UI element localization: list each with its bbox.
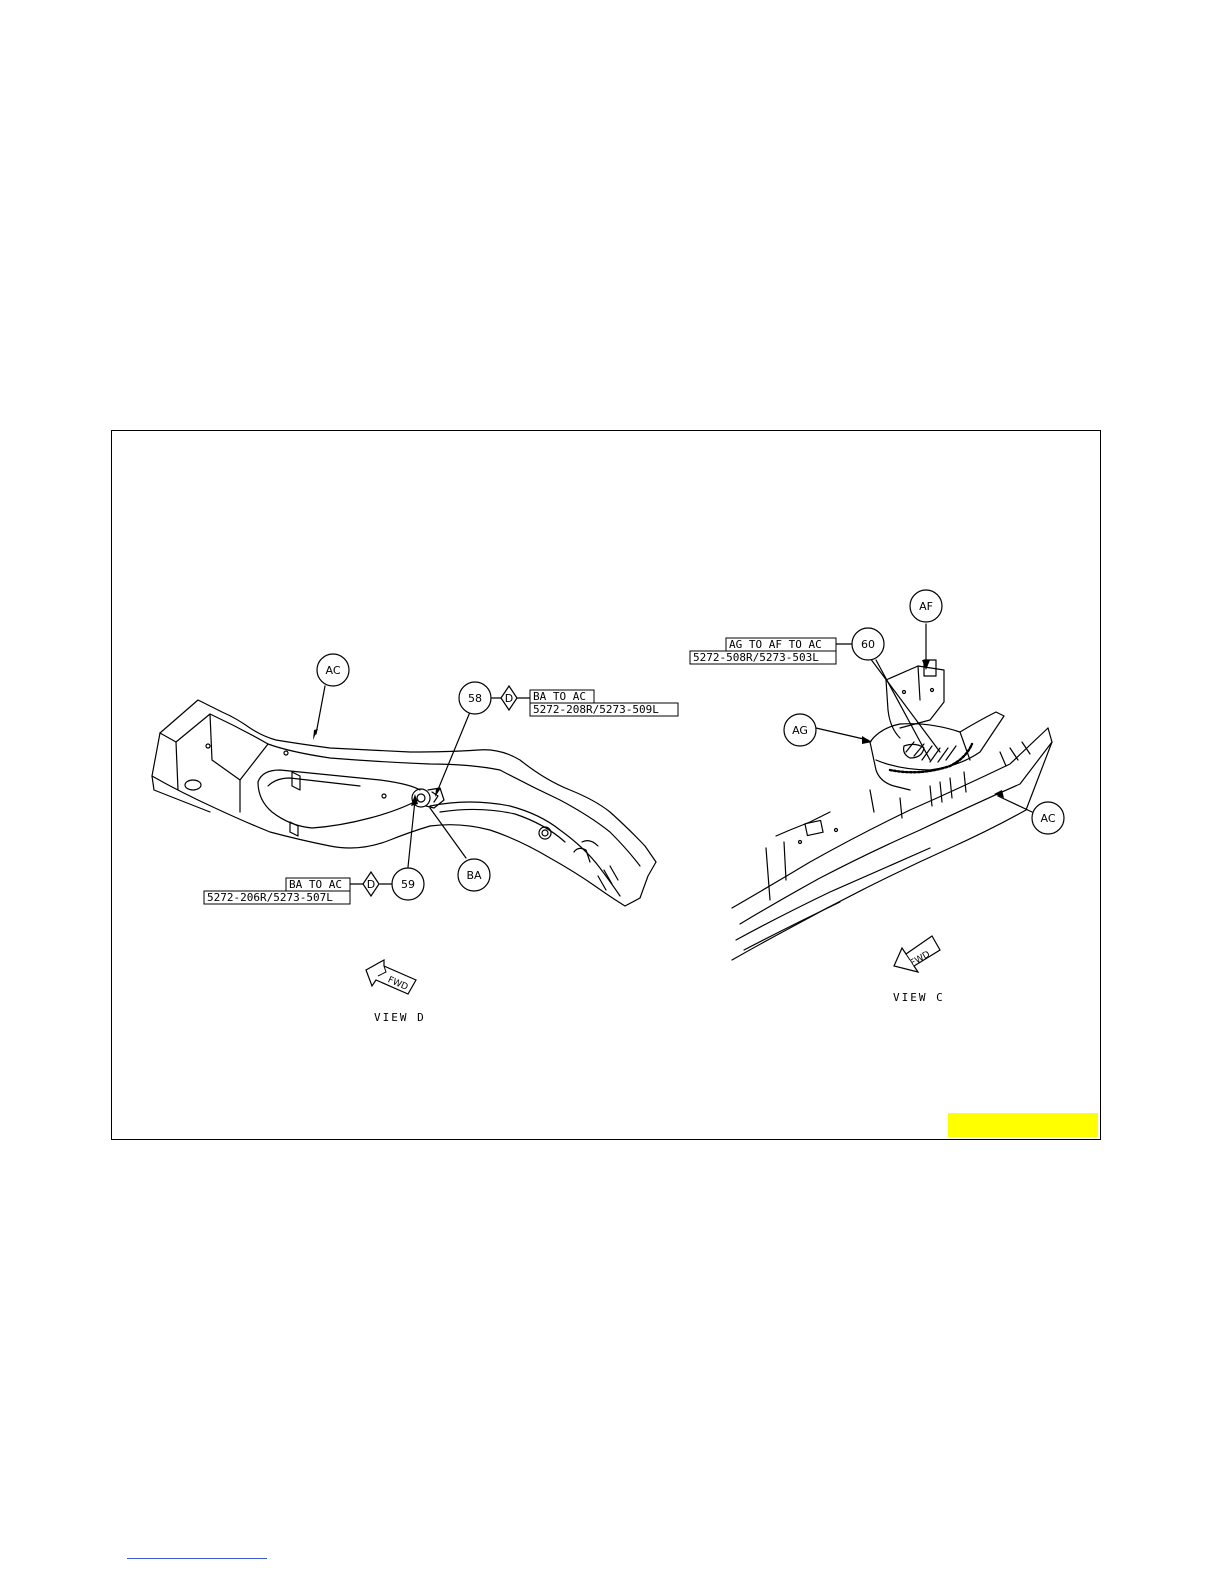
weld-symbol-59: D [367, 878, 375, 891]
weld-58-line2: 5272-208R/5273-509L [533, 703, 659, 716]
weld-number-59: 59 [401, 878, 415, 891]
part-label-ac: AC [325, 664, 340, 677]
part-label-ag: AG [792, 724, 808, 737]
weld-59-line2: 5272-206R/5273-507L [207, 891, 333, 904]
weld-58-line1: BA TO AC [533, 690, 586, 703]
part-label-af: AF [919, 600, 933, 613]
view-c-title: VIEW C [893, 991, 945, 1004]
weld-symbol-58: D [505, 692, 513, 705]
weld-60-line2: 5272-508R/5273-503L [693, 651, 819, 664]
view-c-leader-lines [816, 624, 1032, 812]
part-label-ac-view-c: AC [1040, 812, 1055, 825]
fwd-arrow-icon-view-d: FWD [366, 960, 416, 994]
view-c-rail-drawing [732, 660, 1052, 960]
weld-number-58: 58 [468, 692, 482, 705]
highlight-box [948, 1113, 1098, 1137]
weld-59-line1: BA TO AC [289, 878, 342, 891]
weld-number-60: 60 [861, 638, 875, 651]
part-label-ba: BA [466, 869, 482, 882]
fwd-arrow-icon-view-c: FWD [894, 936, 940, 972]
footer-link-underline[interactable] [127, 1558, 267, 1559]
weld-60-line1: AG TO AF TO AC [729, 638, 822, 651]
view-d-title: VIEW D [374, 1011, 426, 1024]
